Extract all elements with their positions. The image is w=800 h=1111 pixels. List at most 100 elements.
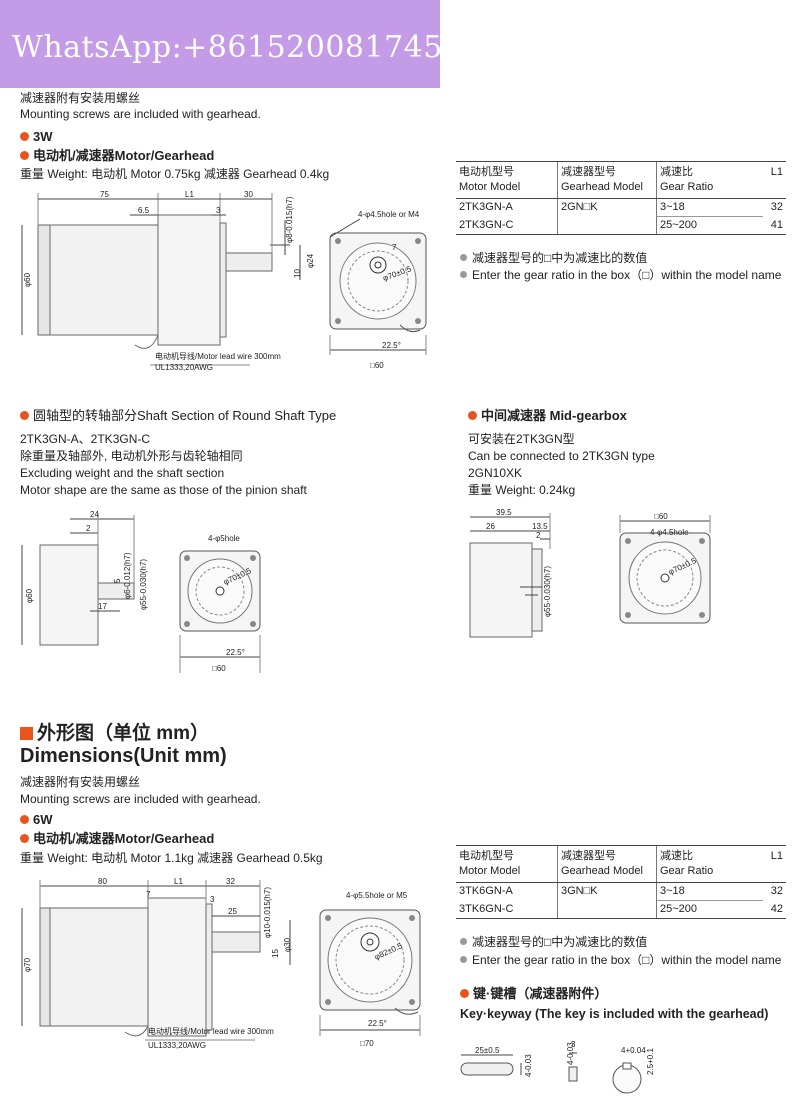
- dim-label: 2: [536, 531, 541, 540]
- dim-label: 4-φ5hole: [208, 534, 240, 543]
- dim-label: 80: [98, 877, 107, 886]
- dimensions-title-cn: 外形图（单位 mm）: [20, 718, 209, 745]
- key-subtitle: Key·keyway (The key is included with the…: [460, 1007, 769, 1021]
- dim-label: 4-φ5.5hole or M5: [346, 891, 408, 900]
- dim-label: 4-0.03: [524, 1054, 533, 1077]
- dim-label: 39.5: [496, 508, 512, 517]
- gearhead-body: [39, 544, 99, 646]
- round-shaft-line-cn: 除重量及轴部外, 电动机外形与齿轮轴相同: [20, 449, 243, 463]
- screws-note-cn: 减速器附有安装用螺丝: [20, 91, 141, 105]
- dim-label: φ55-0.030(h7): [543, 566, 552, 617]
- key-heading: 键·键槽（减速器附件）: [460, 985, 607, 1003]
- dim-label: 3: [571, 1040, 576, 1049]
- dim-label: 6.5: [138, 206, 150, 215]
- bullet-icon: [460, 938, 467, 945]
- bullet-icon: [20, 151, 29, 160]
- mid-gearbox-model: 2GN10XK: [468, 466, 523, 480]
- dim-label: 2: [86, 524, 91, 533]
- weight-3w: 重量 Weight: 电动机 Motor 0.75kg 减速器 Gearhead…: [20, 167, 330, 181]
- gear-ratio-note-cn-6w: 减速器型号的□中为减速比的数值: [460, 934, 647, 950]
- bullet-icon: [460, 956, 467, 963]
- bullet-icon: [468, 411, 477, 420]
- motor-body: [39, 907, 149, 1027]
- gear-ratio-note-en-6w: Enter the gear ratio in the box（□）within…: [460, 952, 781, 968]
- gearhead-body: [157, 214, 221, 346]
- bullet-icon: [460, 271, 467, 278]
- gearbox-body: [469, 542, 533, 638]
- round-shaft-line-en1: Excluding weight and the shaft section: [20, 466, 225, 480]
- square-bullet-icon: [20, 727, 33, 740]
- round-shaft-line-en2: Motor shape are the same as those of the…: [20, 483, 307, 497]
- dim-label: φ10-0.015(h7): [263, 887, 272, 938]
- dim-label: 25: [228, 907, 237, 916]
- bullet-icon: [20, 834, 29, 843]
- motor-gearhead-heading-6w: 电动机/减速器Motor/Gearhead: [20, 830, 214, 848]
- dim-label: φ60: [25, 588, 34, 603]
- motor-drawing-6w: 80 7 L1 32 3 25 φ10-0.015(h7) φ30 15 φ70…: [21, 877, 421, 1050]
- dim-label: 24: [90, 510, 99, 519]
- dim-label: □60: [370, 361, 384, 370]
- dim-label: φ6-0.012(h7): [123, 552, 132, 599]
- whatsapp-banner: [0, 0, 440, 88]
- dim-label: □60: [654, 512, 668, 521]
- dim-label: 32: [226, 877, 235, 886]
- screws-note-cn: 减速器附有安装用螺丝: [20, 775, 141, 789]
- dim-label: 3: [210, 895, 215, 904]
- shaft: [225, 252, 273, 272]
- dim-label: 75: [100, 190, 109, 199]
- dim-label: 电动机导线/Motor lead wire 300mm: [148, 1026, 274, 1036]
- mid-gearbox-drawing: 39.5 26 13.5 2 φ55-0.030(h7) □60 4-φ4.5h…: [469, 508, 711, 638]
- gear-ratio-note-en-3w: Enter the gear ratio in the box（□）within…: [460, 267, 781, 283]
- motor-body: [37, 224, 159, 336]
- power-6w: 6W: [20, 811, 53, 829]
- dim-label: φ24: [306, 253, 315, 268]
- round-shaft-heading: 圆轴型的转轴部分Shaft Section of Round Shaft Typ…: [20, 407, 336, 425]
- dim-label: 25±0.5: [475, 1046, 500, 1055]
- table-row: 2TK3GN-A 2GN□K 3~18 32: [456, 198, 786, 217]
- bullet-icon: [460, 989, 469, 998]
- dim-label: 22.5°: [382, 341, 401, 350]
- dim-label: 3: [216, 206, 221, 215]
- weight-6w: 重量 Weight: 电动机 Motor 1.1kg 减速器 Gearhead …: [20, 851, 323, 865]
- dimensions-title-en: Dimensions(Unit mm): [20, 745, 227, 767]
- dim-label: □70: [360, 1039, 374, 1048]
- dim-label: φ8-0.015(h7): [285, 196, 294, 243]
- dim-label: L1: [174, 877, 183, 886]
- banner-text: WhatsApp:+8615200817455: [12, 30, 463, 65]
- mid-gearbox-line-en: Can be connected to 2TK3GN type: [468, 449, 655, 463]
- dim-label: 电动机导线/Motor lead wire 300mm: [155, 351, 281, 361]
- dim-label: 26: [486, 522, 495, 531]
- mid-gearbox-line-cn: 可安装在2TK3GN型: [468, 432, 575, 446]
- motor-gearhead-heading-3w: 电动机/减速器Motor/Gearhead: [20, 147, 214, 165]
- dim-label: 2.5+0.1: [646, 1048, 655, 1075]
- dim-label: UL1333,20AWG: [155, 363, 213, 372]
- mid-gearbox-heading: 中间减速器 Mid-gearbox: [468, 407, 627, 425]
- dim-label: φ70: [23, 957, 32, 972]
- dim-label: 30: [244, 190, 253, 199]
- shaft: [97, 582, 135, 600]
- dim-label: □60: [212, 664, 226, 673]
- dim-label: 4-0.03: [566, 1042, 575, 1065]
- key-shape: [460, 1062, 514, 1076]
- bullet-icon: [20, 411, 29, 420]
- dim-label: 17: [98, 602, 107, 611]
- shaft: [211, 931, 261, 953]
- table-row: 3TK6GN-A 3GN□K 3~18 32: [456, 882, 786, 901]
- dim-label: φ55-0.030(h7): [139, 559, 148, 610]
- bullet-icon: [20, 815, 29, 824]
- round-shaft-models: 2TK3GN-A、2TK3GN-C: [20, 432, 151, 446]
- dim-label: 22.5°: [368, 1019, 387, 1028]
- round-shaft-drawing: 24 2 5 φ6-0.012(h7) φ55-0.030(h7) φ60 17…: [21, 510, 261, 673]
- dim-label: 7: [392, 243, 397, 252]
- power-3w: 3W: [20, 128, 53, 146]
- dim-label: 5: [113, 578, 122, 583]
- dim-label: 7: [146, 890, 151, 899]
- dim-label: 22.5°: [226, 648, 245, 657]
- dim-label: 4+0.04: [621, 1046, 646, 1055]
- dim-label: 4-φ4.5hole: [650, 528, 689, 537]
- dim-label: 10: [293, 269, 302, 278]
- key-drawing: 25±0.5 4-0.03 3 4-0.03 4+0.04 2.5+0.1: [460, 1040, 655, 1094]
- bullet-icon: [460, 254, 467, 261]
